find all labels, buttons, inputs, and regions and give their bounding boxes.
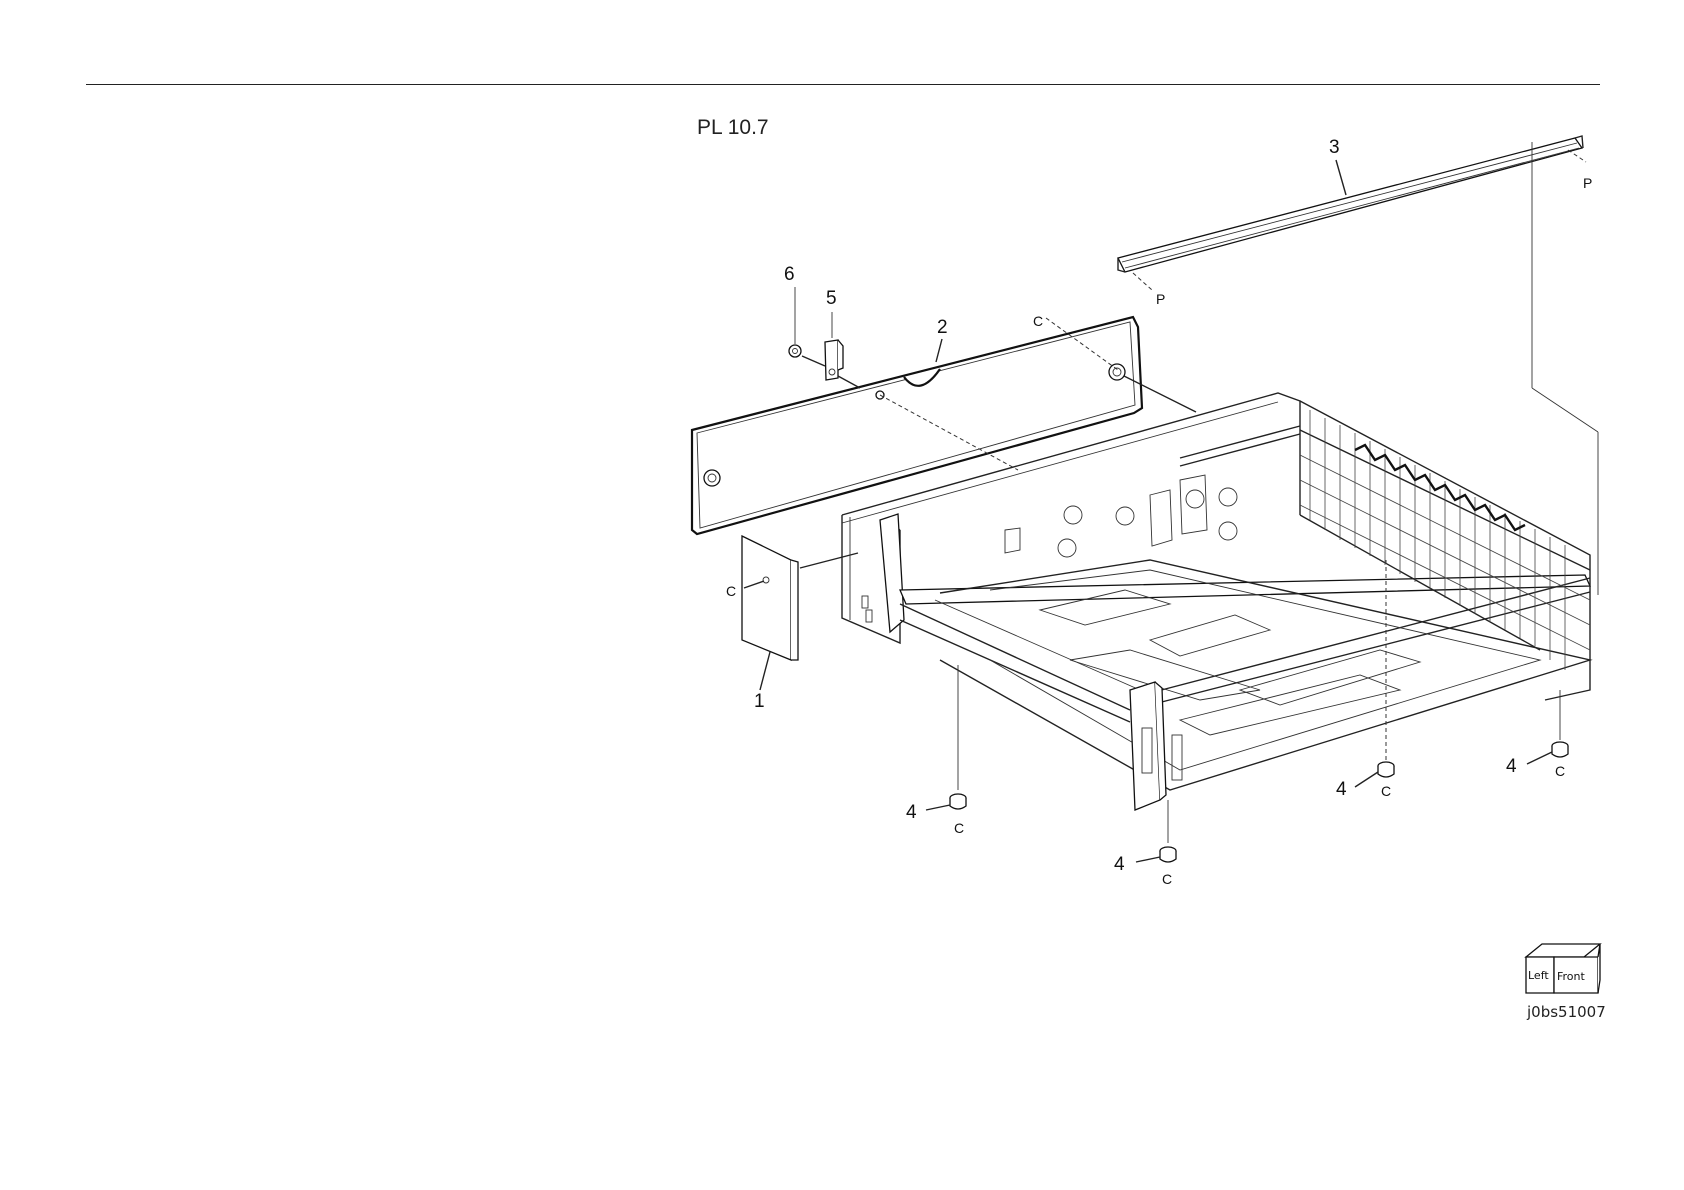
ref-p-right: P — [1583, 175, 1592, 191]
ref-c-foot-d: C — [1555, 763, 1565, 779]
ref-p-left: P — [1156, 291, 1165, 307]
part-4-foot-c — [1378, 762, 1394, 777]
callout-2: 2 — [937, 317, 948, 338]
callout-4c: 4 — [1336, 779, 1347, 800]
part-4-foot-a — [950, 794, 966, 809]
ref-c-foot-a: C — [954, 820, 964, 836]
callout-4a: 4 — [906, 802, 917, 823]
ref-c-panel: C — [726, 583, 736, 599]
cube-front-label: Front — [1557, 970, 1586, 983]
part-1-side-cover — [742, 536, 798, 660]
part-5-bracket — [825, 340, 843, 380]
callout-4d: 4 — [1506, 756, 1517, 777]
part-2-rear-plate — [692, 317, 1142, 534]
ref-c-foot-b: C — [1162, 871, 1172, 887]
ref-c-foot-c: C — [1381, 783, 1391, 799]
part-4-foot-b — [1160, 847, 1176, 862]
part-4-foot-d — [1552, 742, 1568, 757]
cube-left-label: Left — [1528, 969, 1549, 982]
part-3-rail — [1118, 136, 1586, 290]
callout-4b: 4 — [1114, 854, 1125, 875]
callout-5: 5 — [826, 288, 837, 309]
part-6-nut — [789, 345, 801, 357]
callout-3: 3 — [1329, 137, 1340, 158]
orientation-cube-icon: Left Front — [1526, 944, 1600, 993]
guide-line-right — [1532, 142, 1598, 595]
callout-6: 6 — [784, 264, 795, 285]
ref-c-plate: C — [1033, 313, 1043, 329]
callout-1: 1 — [754, 691, 765, 712]
